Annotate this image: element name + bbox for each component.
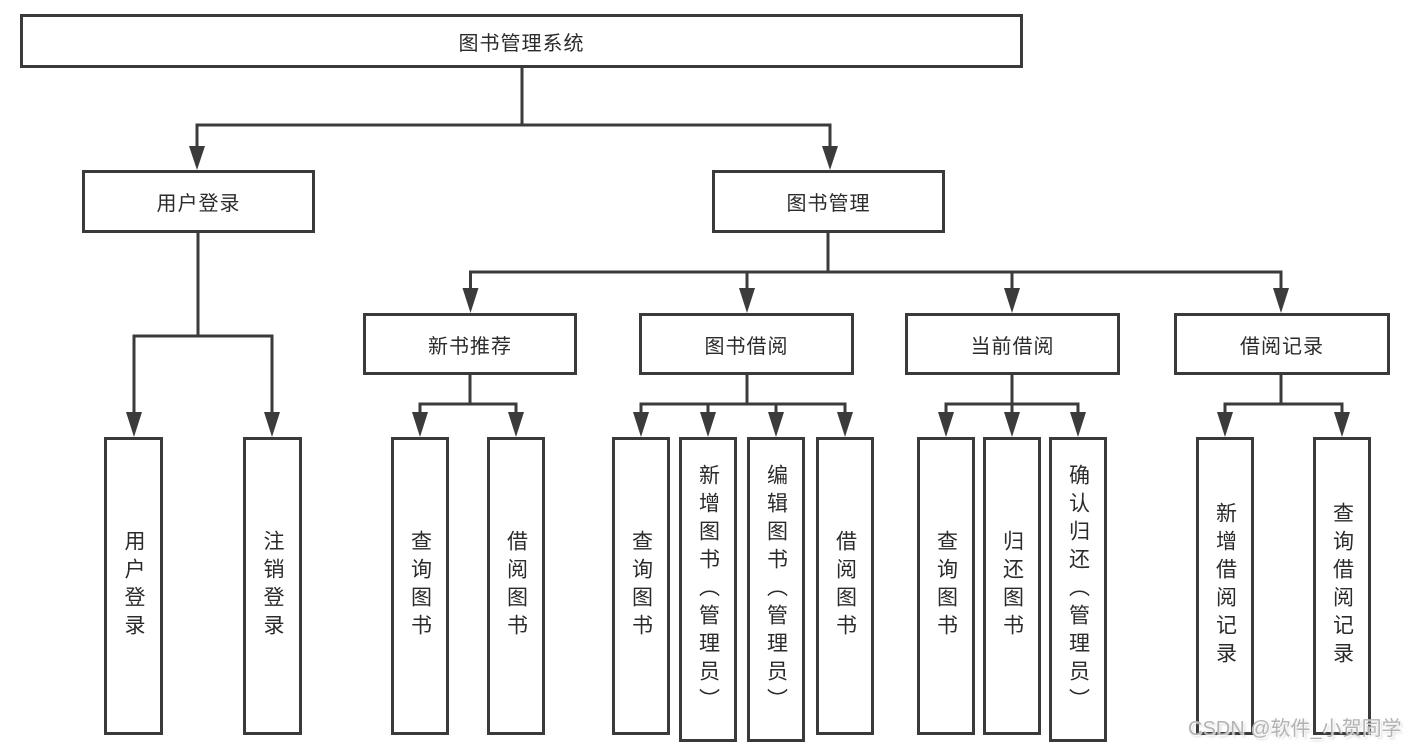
leaf-confirm-return-admin: 确认归还（管理员） — [1049, 437, 1107, 742]
arrowhead — [412, 412, 428, 437]
leaf-logout: 注销登录 — [243, 437, 302, 735]
arrowhead — [1273, 288, 1289, 313]
leaf-query-books-current: 查询图书 — [917, 437, 975, 735]
node-new-book-recommend: 新书推荐 — [363, 313, 577, 375]
csdn-watermark: CSDN @软件_小贺同学 — [1188, 718, 1402, 740]
arrowhead — [1334, 412, 1350, 437]
arrowhead — [126, 412, 142, 437]
leaf-query-borrow-record: 查询借阅记录 — [1313, 437, 1371, 735]
connector-current-borrowing — [944, 375, 1080, 414]
node-borrowing-records: 借阅记录 — [1174, 313, 1390, 375]
connector-root — [195, 68, 832, 148]
arrowhead — [462, 288, 479, 313]
arrowhead — [1004, 288, 1020, 313]
leaf-query-books-borrowing: 查询图书 — [612, 437, 670, 735]
arrowhead — [1070, 412, 1086, 437]
node-book-management: 图书管理 — [712, 170, 945, 233]
leaf-borrow-books-recommend: 借阅图书 — [487, 437, 545, 735]
node-library-management-system: 图书管理系统 — [20, 14, 1023, 68]
leaf-query-books-recommend: 查询图书 — [391, 437, 449, 735]
connector-borrowing-records — [1223, 375, 1344, 414]
arrowhead — [189, 146, 205, 170]
arrowhead — [938, 412, 954, 437]
leaf-add-books-admin: 新增图书（管理员） — [679, 437, 737, 742]
leaf-user-login: 用户登录 — [104, 437, 163, 735]
connector-book-management — [469, 233, 1283, 290]
leaf-return-books: 归还图书 — [983, 437, 1041, 735]
arrowhead — [633, 412, 649, 437]
node-book-borrowing: 图书借阅 — [639, 313, 854, 375]
arrowhead — [700, 412, 716, 437]
connector-user-login — [132, 233, 274, 414]
arrowhead — [1217, 412, 1233, 437]
leaf-borrow-books-borrowing: 借阅图书 — [816, 437, 874, 735]
arrowhead — [837, 412, 853, 437]
connector-new-book-recommend — [418, 375, 518, 414]
arrowhead — [264, 412, 280, 437]
node-current-borrowing: 当前借阅 — [905, 313, 1120, 375]
connector-book-borrowing — [639, 375, 847, 414]
leaf-edit-books-admin: 编辑图书（管理员） — [747, 437, 805, 742]
leaf-add-borrow-record: 新增借阅记录 — [1196, 437, 1254, 735]
arrowhead — [768, 412, 784, 437]
node-user-login: 用户登录 — [82, 170, 315, 233]
arrowhead — [822, 146, 838, 170]
arrowhead — [739, 288, 755, 313]
arrowhead — [1004, 412, 1020, 437]
arrowhead — [508, 412, 524, 437]
